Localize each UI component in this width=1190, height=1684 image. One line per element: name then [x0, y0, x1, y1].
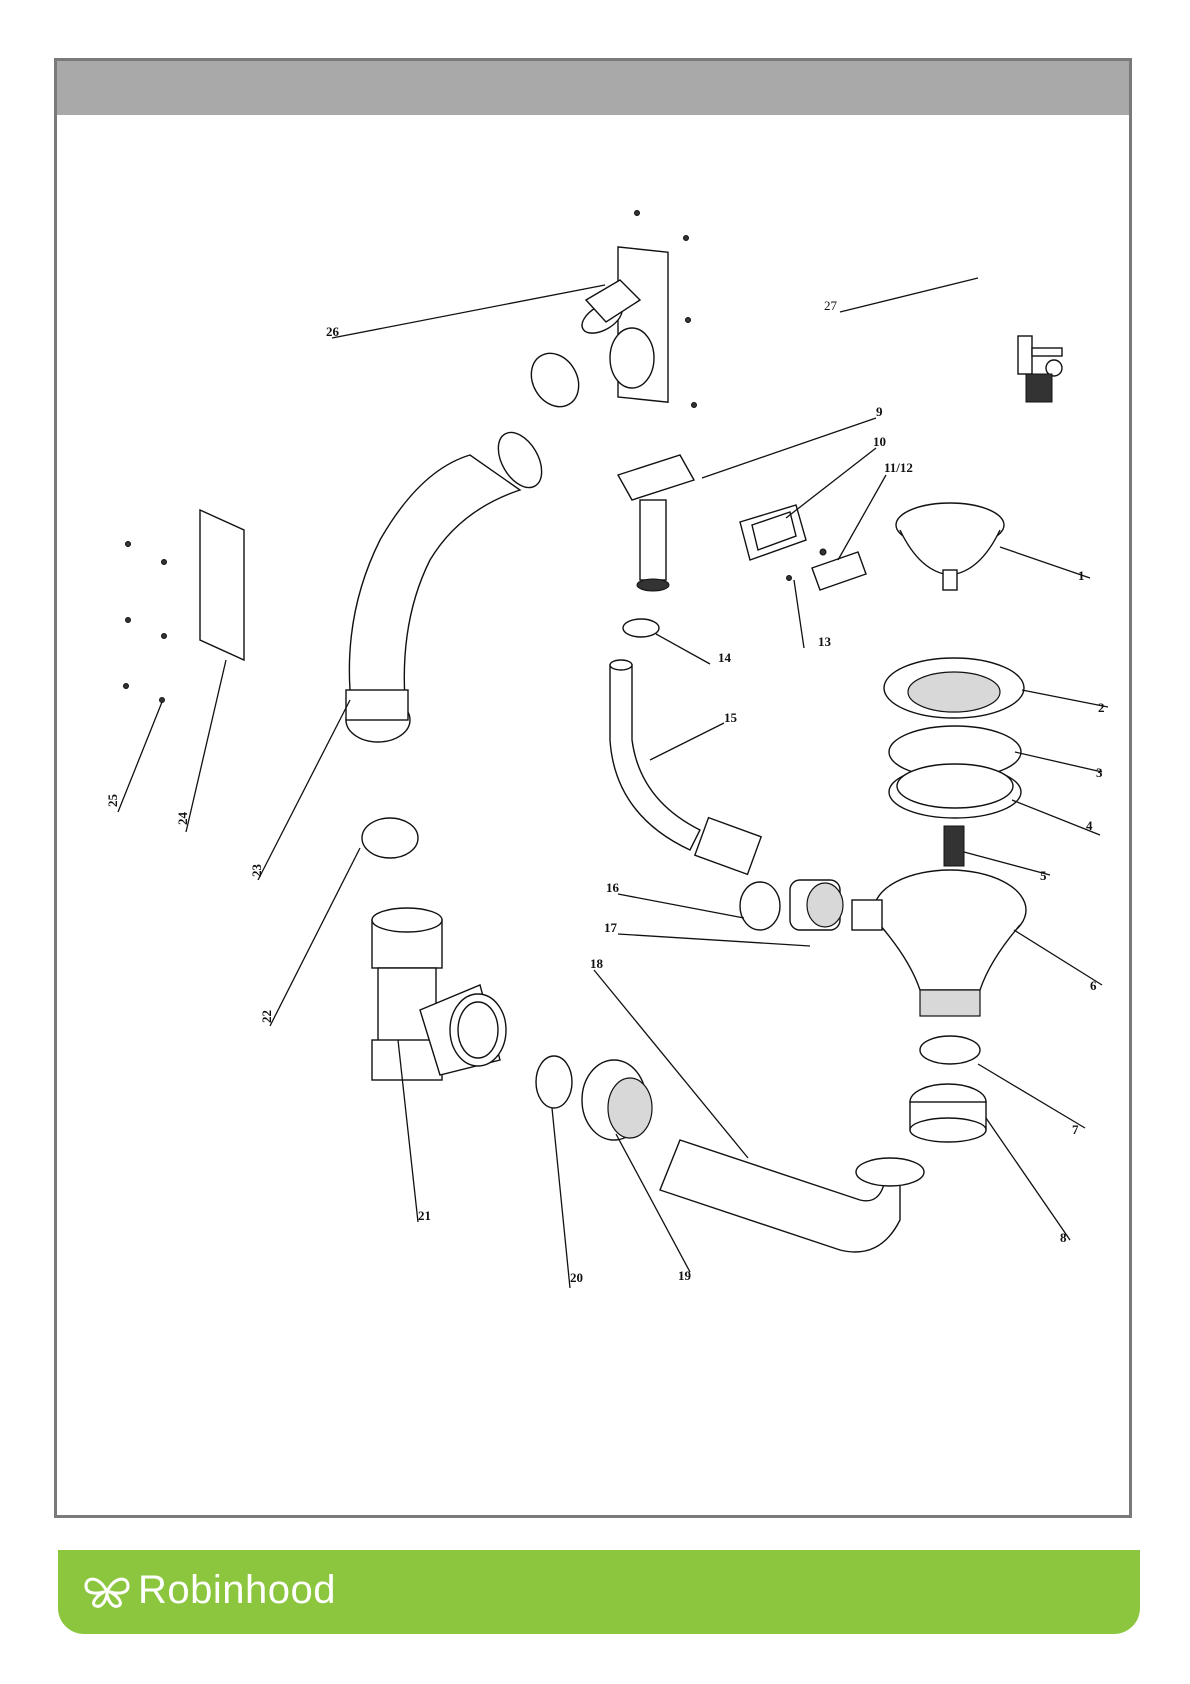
part-18-long-pipe — [660, 1140, 924, 1252]
part-11-12-cover — [812, 549, 866, 590]
callout-5: 5 — [1040, 868, 1047, 883]
part-26-wall-bracket — [577, 211, 697, 408]
part-24-plate — [200, 510, 244, 660]
callout-21: 21 — [418, 1208, 431, 1223]
callout-4: 4 — [1086, 818, 1093, 833]
callout-24: 24 — [175, 812, 190, 826]
part-15-bent-pipe — [610, 660, 761, 874]
callout-25: 25 — [105, 794, 120, 808]
callout-6: 6 — [1090, 978, 1097, 993]
callout-19: 19 — [678, 1268, 692, 1283]
part-clip-ring-upper — [522, 345, 588, 415]
callout-10: 10 — [873, 434, 886, 449]
part-21-t-piece — [372, 908, 506, 1080]
callout-1: 1 — [1078, 568, 1085, 583]
part-9-overflow-outlet — [618, 455, 694, 591]
callout-17: 17 — [604, 920, 618, 935]
callout-18: 18 — [590, 956, 604, 971]
part-25-screws — [124, 542, 167, 703]
callout-7: 7 — [1072, 1122, 1079, 1137]
part-8-nut — [910, 1084, 986, 1142]
part-2-flange — [884, 658, 1024, 718]
part-14-washer — [623, 619, 659, 637]
part-7-washer — [920, 1036, 980, 1064]
part-4-seal — [889, 764, 1021, 818]
part-23-bent-hose — [346, 425, 551, 742]
part-27-tap — [962, 248, 1062, 402]
brand-name: Robinhood — [138, 1566, 336, 1614]
callout-2: 2 — [1098, 700, 1105, 715]
callout-22: 22 — [259, 1010, 274, 1023]
callout-15: 15 — [724, 710, 738, 725]
callout-16: 16 — [606, 880, 620, 895]
part-17-nut — [790, 880, 843, 930]
part-10-gasket — [740, 505, 806, 560]
callout-3: 3 — [1096, 765, 1103, 780]
callout-26: 26 — [326, 324, 340, 339]
part-1-strainer-basket — [896, 503, 1004, 590]
callout-23: 23 — [249, 864, 264, 878]
callout-13: 13 — [818, 634, 832, 649]
footer-bar: Robinhood — [58, 1550, 1140, 1634]
callout-8: 8 — [1060, 1230, 1067, 1245]
part-6-waste-body — [852, 870, 1026, 1016]
butterfly-logo-icon — [82, 1570, 132, 1610]
callout-9: 9 — [876, 404, 883, 419]
callout-27: 27 — [824, 298, 838, 313]
part-16-washer — [740, 882, 780, 930]
brand: Robinhood — [82, 1566, 336, 1614]
callout-20: 20 — [570, 1270, 583, 1285]
callout-11-12: 11/12 — [884, 460, 913, 475]
part-5-bolt — [944, 826, 964, 866]
part-19-nut — [582, 1060, 652, 1140]
callout-14: 14 — [718, 650, 732, 665]
part-13-screw — [787, 576, 792, 581]
part-22-clip-ring — [362, 818, 418, 858]
part-20-washer — [536, 1056, 572, 1108]
